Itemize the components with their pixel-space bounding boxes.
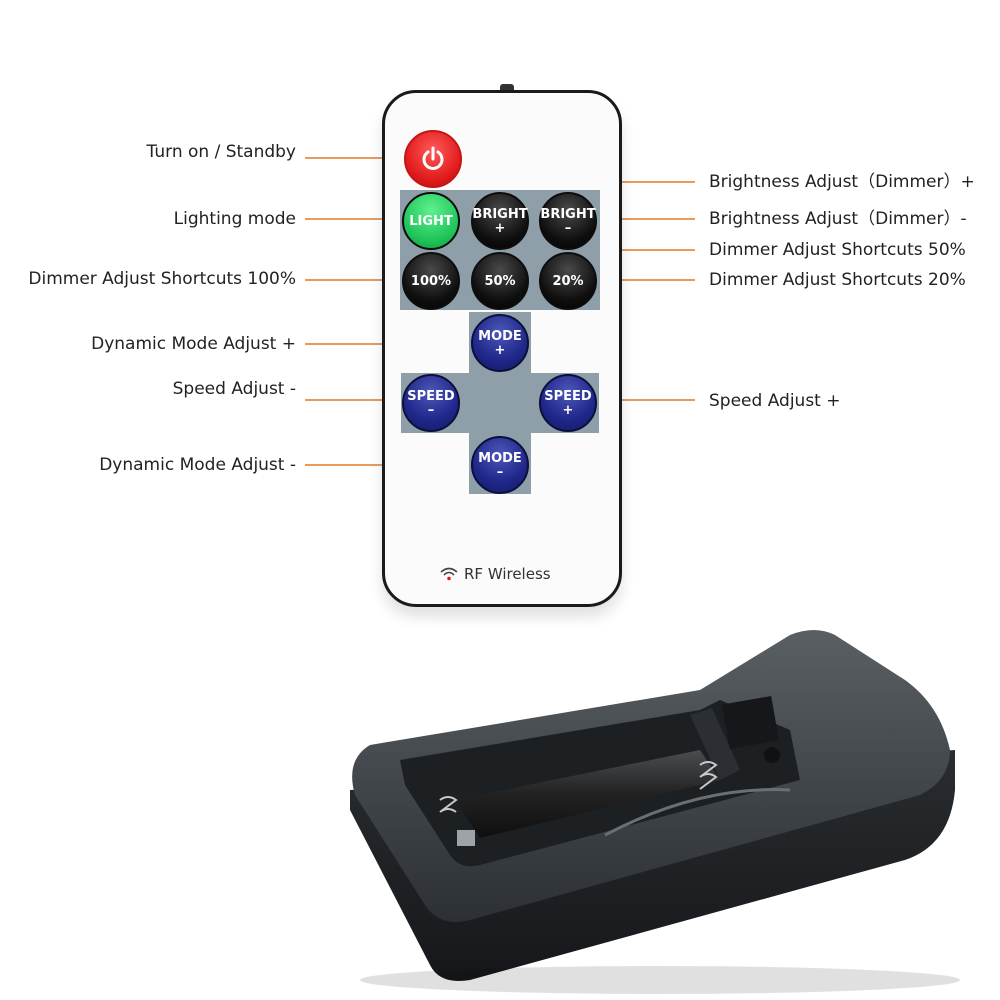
bright-plus-sign: + <box>494 220 506 236</box>
mode-plus-label: MODE <box>478 328 522 344</box>
dimmer-20-button[interactable]: 20% <box>539 252 597 310</box>
label-dimmer-100: Dimmer Adjust Shortcuts 100% <box>28 269 296 289</box>
power-button[interactable] <box>404 130 462 188</box>
mode-minus-button[interactable]: MODE – <box>471 436 529 494</box>
label-dimmer-50: Dimmer Adjust Shortcuts 50% <box>709 240 966 260</box>
label-dimmer-20: Dimmer Adjust Shortcuts 20% <box>709 270 966 290</box>
speed-minus-button[interactable]: SPEED – <box>402 374 460 432</box>
label-speed-plus: Speed Adjust + <box>709 391 841 411</box>
rf-wireless-branding: RF Wireless <box>440 565 551 583</box>
wifi-icon <box>440 567 458 581</box>
bright-plus-button[interactable]: BRIGHT + <box>471 192 529 250</box>
label-turn-on-standby: Turn on / Standby <box>146 142 296 162</box>
bright-minus-label: BRIGHT <box>540 206 596 222</box>
mode-plus-button[interactable]: MODE + <box>471 314 529 372</box>
rf-wireless-text: RF Wireless <box>464 565 551 583</box>
label-speed-minus: Speed Adjust - <box>172 379 296 399</box>
speed-plus-label: SPEED <box>544 388 592 404</box>
bright-plus-label: BRIGHT <box>472 206 528 222</box>
label-brightness-minus: Brightness Adjust（Dimmer）- <box>709 209 967 229</box>
bright-minus-button[interactable]: BRIGHT – <box>539 192 597 250</box>
speed-minus-sign: – <box>427 402 435 418</box>
dimmer-100-button[interactable]: 100% <box>402 252 460 310</box>
dimmer-100-label: 100% <box>410 273 452 289</box>
dimmer-20-label: 20% <box>552 273 584 289</box>
mode-minus-label: MODE <box>478 450 522 466</box>
speed-plus-sign: + <box>562 402 574 418</box>
label-dynamic-mode-plus: Dynamic Mode Adjust + <box>91 334 296 354</box>
bright-minus-sign: – <box>564 220 572 236</box>
dimmer-50-button[interactable]: 50% <box>471 252 529 310</box>
mode-minus-sign: – <box>496 464 504 480</box>
light-button[interactable]: LIGHT <box>402 192 460 250</box>
power-icon <box>422 146 444 170</box>
speed-minus-label: SPEED <box>407 388 455 404</box>
light-button-label: LIGHT <box>409 213 453 229</box>
remote-antenna-notch <box>500 84 514 91</box>
label-lighting-mode: Lighting mode <box>173 209 296 229</box>
label-dynamic-mode-minus: Dynamic Mode Adjust - <box>99 455 296 475</box>
label-brightness-plus: Brightness Adjust（Dimmer）+ <box>709 172 975 192</box>
battery-holder-illustration <box>350 630 960 994</box>
mode-plus-sign: + <box>494 342 506 358</box>
speed-plus-button[interactable]: SPEED + <box>539 374 597 432</box>
dimmer-50-label: 50% <box>484 273 516 289</box>
